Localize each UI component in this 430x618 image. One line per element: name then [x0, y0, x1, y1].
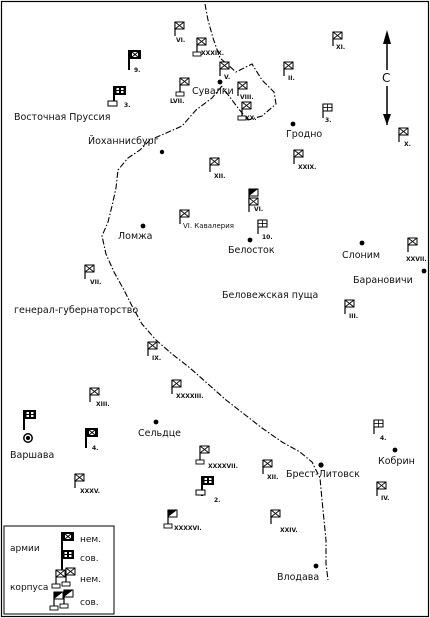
unit-label: V. — [224, 74, 231, 81]
unit-flag — [209, 157, 220, 173]
legend-soviet-corps: сов. — [80, 598, 99, 608]
unit-label: XXXXIII. — [176, 393, 204, 400]
army-flag — [23, 409, 37, 431]
city-dots — [23, 79, 427, 569]
unit-label: VII. — [90, 279, 102, 286]
unit-symbols — [23, 21, 418, 529]
unit-label: XI. — [336, 44, 346, 51]
unit-label: XXXXVII. — [208, 463, 238, 470]
unit-label: XXIX. — [298, 164, 317, 171]
unit-label: XXXXVI. — [174, 525, 202, 532]
unit-label: XXVII. — [406, 256, 427, 263]
label-grodno: Гродно — [286, 129, 323, 140]
label-belovezh: Беловежская пуща — [222, 290, 319, 301]
legend-box — [3, 525, 115, 615]
unit-label: XIII. — [96, 401, 110, 408]
unit-flag — [84, 264, 95, 280]
label-lomza: Ломжа — [118, 231, 153, 242]
unit-label: XXXIX. — [201, 50, 225, 57]
unit-label: VI. — [254, 206, 264, 213]
unit-flag — [398, 127, 409, 143]
unit-label: 4. — [380, 435, 387, 442]
unit-flag — [322, 103, 333, 119]
legend-armies: армии — [10, 544, 40, 554]
unit-label: IV. — [381, 495, 390, 502]
unit-flag — [89, 387, 100, 403]
legend-german-corps: нем. — [80, 575, 102, 585]
label-suwalki: Сувалки — [192, 86, 234, 97]
unit-flag — [175, 77, 190, 97]
label-bialystok: Белосток — [228, 245, 275, 256]
unit-flag — [74, 473, 85, 489]
unit-label-cavalry: VI. Кавалерия — [183, 222, 234, 230]
label-slonim: Слоним — [342, 250, 381, 261]
unit-label: XXIV. — [280, 527, 298, 534]
unit-flag — [147, 341, 158, 357]
label-baranovichi: Барановичи — [353, 275, 413, 286]
unit-flag — [344, 299, 355, 315]
demarcation-line — [101, 3, 329, 581]
unit-flag — [293, 149, 304, 165]
legend-corps: корпуса — [10, 583, 49, 593]
label-kobrin: Кобрин — [378, 456, 415, 467]
unit-label: IX. — [152, 355, 162, 362]
label-general-gouvernement: генерал-губернаторство — [14, 305, 139, 316]
unit-label: 4. — [92, 445, 99, 452]
label-brest: Брест-Литовск — [286, 469, 360, 480]
unit-label: XII. — [214, 173, 226, 180]
unit-label: 9. — [134, 67, 141, 74]
label-warsaw: Варшава — [10, 450, 55, 461]
unit-flag — [174, 21, 185, 37]
unit-label: VIII. — [240, 94, 254, 101]
label-vlodava: Влодава — [277, 572, 320, 583]
compass — [379, 30, 395, 125]
unit-label: II. — [288, 75, 295, 82]
unit-label: 3. — [124, 102, 131, 109]
unit-label: 2. — [214, 497, 221, 504]
unit-label: X. — [404, 141, 411, 148]
unit-flag — [283, 61, 294, 77]
unit-label: XXXV. — [80, 488, 101, 495]
unit-label: XII. — [267, 474, 279, 481]
unit-flag — [262, 459, 273, 475]
unit-flag — [257, 219, 268, 235]
label-sedlce: Сельдце — [138, 428, 182, 439]
unit-label: 10. — [262, 234, 273, 241]
compass-letter: С — [382, 71, 391, 85]
unit-label: LVII. — [170, 98, 185, 105]
unit-flag — [407, 237, 418, 253]
unit-flag — [270, 509, 281, 525]
label-johannisburg: Йоханнисбург — [88, 136, 159, 147]
unit-label: 3. — [325, 117, 332, 124]
unit-label: VI. — [176, 37, 186, 44]
unit-label: XX. — [245, 115, 257, 122]
legend-german-armies: нем. — [80, 535, 102, 545]
unit-flag — [195, 445, 210, 465]
unit-flag — [373, 419, 384, 435]
unit-flag — [171, 379, 182, 395]
unit-flag — [376, 481, 387, 497]
label-east-prussia: Восточная Пруссия — [14, 112, 111, 123]
unit-label: III. — [349, 313, 358, 320]
legend-soviet-armies: сов. — [80, 554, 99, 564]
